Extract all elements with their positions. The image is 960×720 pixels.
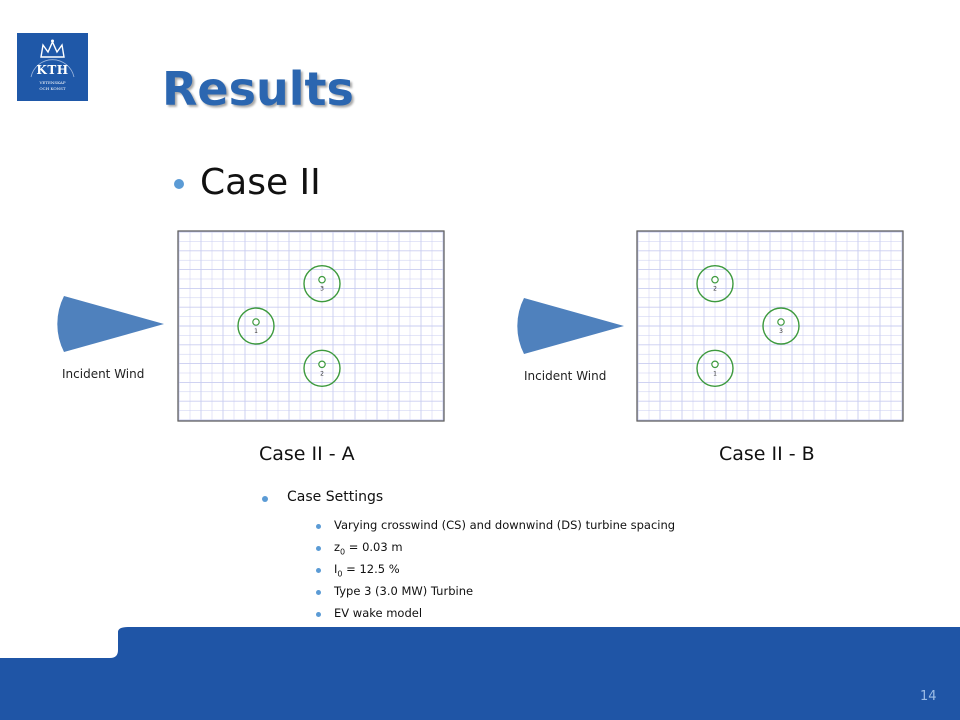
logo-kth-text: KTH [36,63,69,77]
setting-roughness-sub: 0 [340,547,346,557]
turbine-label: 1 [713,370,717,377]
logo-subtext-1: VETENSKAP [39,80,66,85]
page-number: 14 [920,689,937,704]
turbine-label: 1 [254,328,258,335]
panel-border [177,230,445,422]
setting-roughness: z0 = 0.03 m [334,540,403,556]
turbine-label: 2 [320,370,324,377]
setting-turbine-type: Type 3 (3.0 MW) Turbine [334,584,474,598]
turbine-rotor-circle [762,307,800,345]
caption-a: Case II - A [259,443,355,465]
setting-roughness-value: = 0.03 m [345,540,403,554]
turbine-icon [318,360,326,369]
list-bullet [316,612,321,617]
turbine-icon [711,275,719,284]
settings-bullet [262,496,268,502]
panel-border [636,230,904,422]
layout-grid-a: 3 1 2 [177,230,445,422]
wind-label-a: Incident Wind [62,367,145,381]
list-bullet [316,590,321,595]
turbine-marker: 1 [237,307,275,345]
settings-heading: Case Settings [287,489,384,505]
turbine-rotor-circle [303,349,341,388]
setting-turbulence-sub: 0 [337,569,343,579]
turbine-marker: 3 [303,265,341,303]
kth-logo: KTH VETENSKAP OCH KONST [17,33,88,101]
slide-subtitle: Case II [200,162,321,203]
setting-wake-model: EV wake model [334,606,423,620]
turbine-marker: 2 [696,265,734,303]
turbine-rotor-circle [237,307,275,345]
setting-turbulence-symbol: I [334,562,338,576]
turbine-marker: 3 [762,307,800,345]
turbine-icon [711,360,719,369]
slide-title: Results [162,62,354,116]
turbine-label: 3 [320,286,324,293]
turbine-marker: 1 [696,349,734,388]
setting-spacing: Varying crosswind (CS) and downwind (DS)… [334,518,676,532]
turbine-rotor-circle [696,265,734,303]
list-bullet [316,546,321,551]
turbine-icon [252,318,260,326]
logo-subtext-2: OCH KONST [39,86,66,91]
setting-roughness-symbol: z [334,540,341,554]
subtitle-bullet [174,179,184,189]
caption-b: Case II - B [719,443,815,465]
turbine-icon [777,318,785,326]
footer-band [0,627,960,720]
turbine-icon [318,275,326,284]
setting-turbulence-value: = 12.5 % [342,562,400,576]
turbine-rotor-circle [696,349,734,388]
wind-wedge-icon [517,298,624,354]
layout-grid-b: 2 3 1 [636,230,904,422]
turbine-rotor-circle [303,265,341,303]
wind-label-b: Incident Wind [524,369,607,383]
wind-wedge-icon [57,296,165,352]
list-bullet [316,524,321,529]
list-bullet [316,568,321,573]
turbine-label: 3 [779,328,783,335]
setting-turbulence: I0 = 12.5 % [334,562,400,578]
turbine-label: 2 [713,286,717,293]
crown-icon [30,39,75,78]
turbine-marker: 2 [303,349,341,388]
